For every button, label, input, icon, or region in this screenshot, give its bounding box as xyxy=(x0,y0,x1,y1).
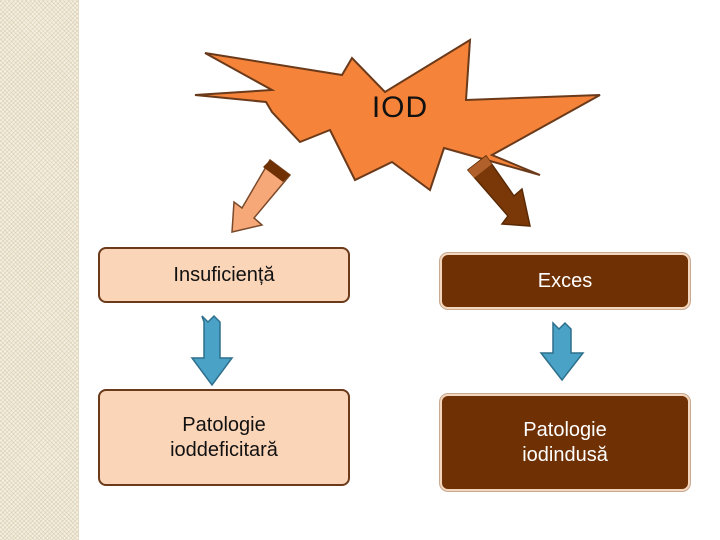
iod-label: IOD xyxy=(371,91,429,124)
blue-arrow-left xyxy=(190,314,234,387)
patologie-iodindusa-box: Patologie iodindusă xyxy=(440,394,690,491)
patologie-ioddeficitara-line1: Patologie xyxy=(182,413,266,436)
exces-box: Exces xyxy=(440,253,690,309)
insuficienta-label: Insuficiență xyxy=(173,263,275,286)
iod-starburst xyxy=(194,38,601,192)
arrow-to-insuficienta xyxy=(231,158,292,233)
patologie-iodindusa-line1: Patologie xyxy=(523,418,607,441)
decorative-side-strip xyxy=(0,0,79,540)
patologie-iodindusa-line2: iodindusă xyxy=(522,443,608,466)
insuficienta-box: Insuficiență xyxy=(98,247,350,303)
exces-label: Exces xyxy=(537,269,593,292)
arrow-to-exces xyxy=(466,154,531,227)
patologie-ioddeficitara-box: Patologie ioddeficitară xyxy=(98,389,350,486)
blue-arrow-right xyxy=(539,321,585,382)
patologie-ioddeficitara-line2: ioddeficitară xyxy=(170,438,278,461)
